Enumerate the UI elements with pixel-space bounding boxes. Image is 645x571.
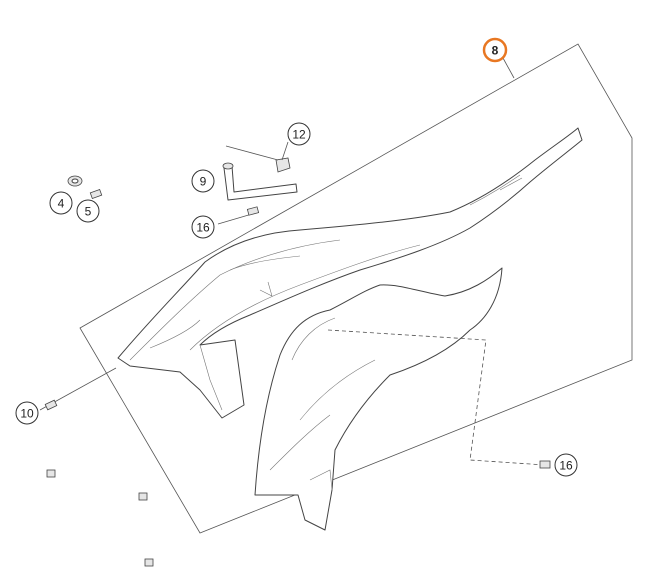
- screw-part-10: [39, 367, 117, 411]
- screw-part-16-upper: [217, 206, 260, 225]
- callout-4: 4: [49, 191, 73, 215]
- callout-8: 8: [482, 37, 508, 63]
- mounting-leader-16: [327, 329, 546, 466]
- screw-part-5: [89, 188, 103, 200]
- svg-text:5: 5: [85, 205, 92, 219]
- svg-text:4: 4: [58, 197, 65, 211]
- callout-10: 10: [15, 401, 39, 425]
- clip-part-12: [225, 141, 291, 173]
- spacer-part-4: [67, 175, 83, 187]
- svg-text:10: 10: [20, 407, 34, 421]
- side-cover-upper: [117, 127, 583, 419]
- svg-text:9: 9: [200, 175, 207, 189]
- svg-text:8: 8: [492, 44, 499, 58]
- pin-part-9: [222, 162, 298, 201]
- callout-9: 9: [191, 169, 215, 193]
- screw-loose-3: [144, 558, 154, 567]
- svg-text:16: 16: [559, 459, 573, 473]
- callout-16-right: 16: [554, 453, 578, 477]
- screw-loose-1: [46, 469, 56, 478]
- screw-loose-2: [138, 492, 148, 501]
- callout-16-upper: 16: [191, 215, 215, 239]
- svg-text:12: 12: [292, 128, 306, 142]
- screw-part-16-right: [539, 460, 551, 469]
- side-cover-lower: [254, 267, 503, 531]
- leader-8: [502, 57, 515, 79]
- assembly-frame: [79, 43, 633, 534]
- callout-5: 5: [76, 199, 100, 223]
- svg-text:16: 16: [196, 221, 210, 235]
- callout-12: 12: [287, 122, 311, 146]
